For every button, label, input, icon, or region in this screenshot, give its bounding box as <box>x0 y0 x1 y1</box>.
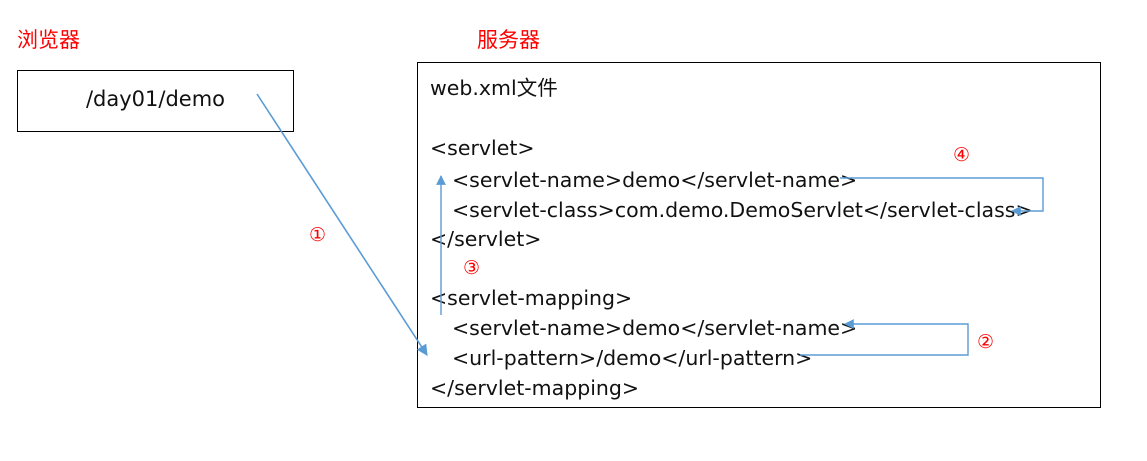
browser-request-box <box>17 70 294 132</box>
marker-2: ② <box>977 331 995 353</box>
webxml-file-title: web.xml文件 <box>430 76 558 100</box>
browser-url-text: /day01/demo <box>85 87 226 111</box>
connector-1-request <box>256 93 428 356</box>
browser-section-label: 浏览器 <box>17 28 80 52</box>
code-line: </servlet-mapping> <box>430 376 640 400</box>
code-line: <servlet-name>demo</servlet-name> <box>452 168 858 192</box>
code-line: <servlet-class>com.demo.DemoServlet</ser… <box>452 198 1033 222</box>
code-line: <servlet-name>demo</servlet-name> <box>452 316 858 340</box>
server-webxml-box <box>417 62 1101 408</box>
marker-3: ③ <box>463 257 481 279</box>
code-line: <servlet-mapping> <box>430 286 633 310</box>
server-section-label: 服务器 <box>477 28 540 52</box>
marker-1: ① <box>309 224 327 246</box>
code-line: </servlet> <box>430 227 542 251</box>
marker-4: ④ <box>953 144 971 166</box>
code-line: <servlet> <box>430 136 535 160</box>
code-line: <url-pattern>/demo</url-pattern> <box>452 346 813 370</box>
